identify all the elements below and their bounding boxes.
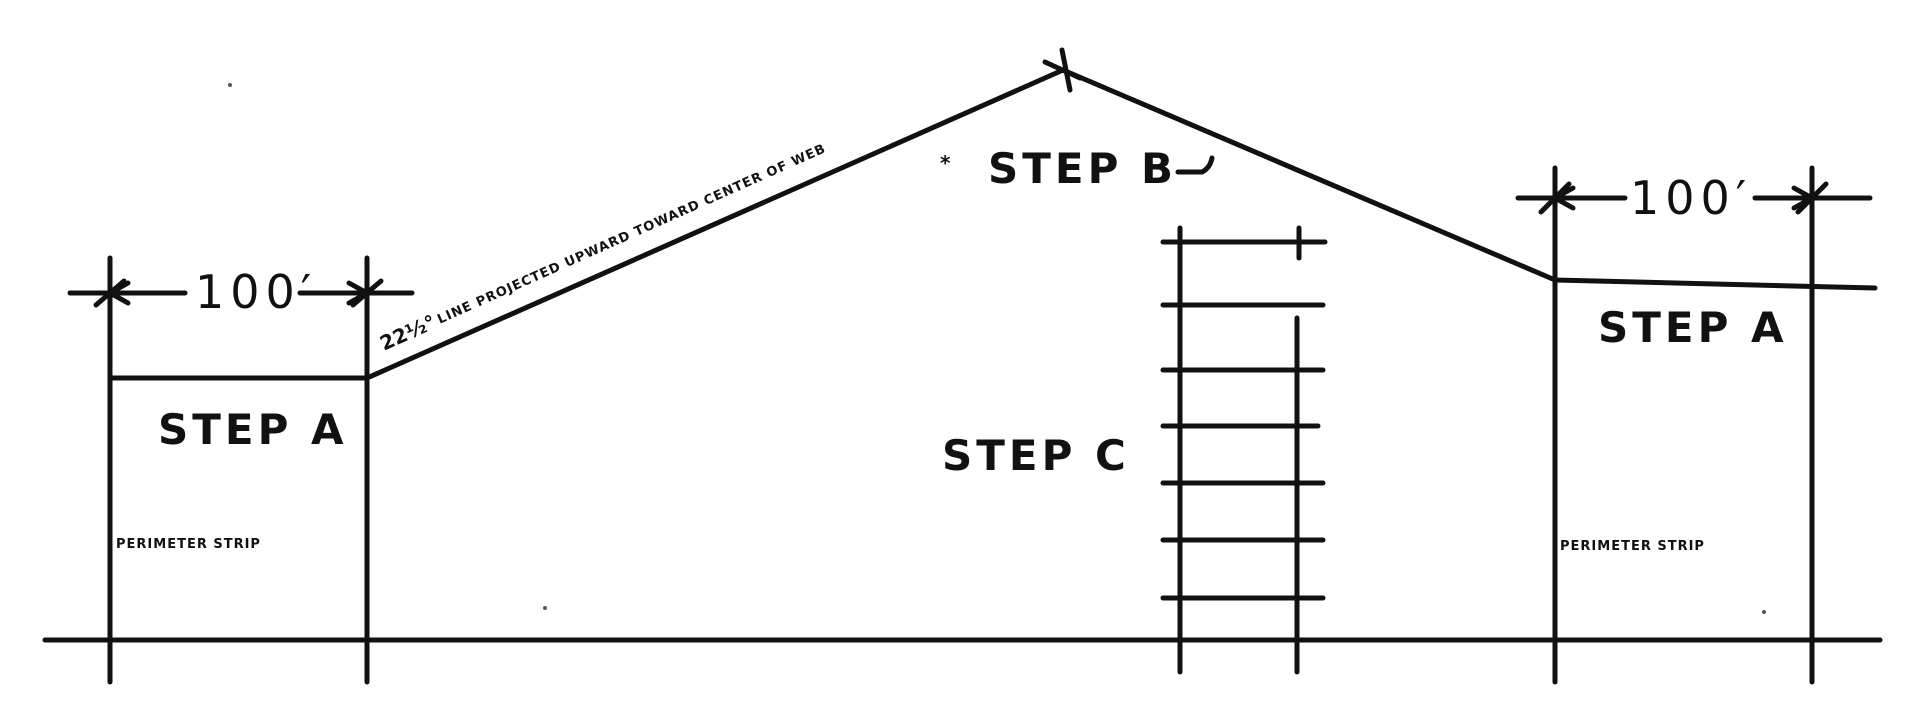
stray-dot: [543, 606, 547, 610]
slope-note-label: LINE PROJECTED UPWARD TOWARD CENTER OF W…: [435, 141, 828, 327]
dimension-label-right: 100′: [1630, 171, 1752, 225]
step-b-label: STEP B: [988, 144, 1177, 193]
right-dimension: [1515, 181, 1873, 215]
dimension-label-left: 100′: [195, 265, 317, 319]
slope-annotation: 22½° LINE PROJECTED UPWARD TOWARD CENTER…: [376, 141, 828, 355]
sloped-projection-line: [364, 67, 1066, 381]
step-a-right-label: STEP A: [1598, 303, 1788, 352]
step-c-label: STEP C: [942, 431, 1130, 480]
perimeter-strip-left-label: PERIMETER STRIP: [116, 537, 261, 552]
step-b-arrow-mark: [1175, 155, 1215, 175]
left-dimension: [67, 278, 415, 308]
descending-line: [1060, 67, 1558, 283]
stray-dot: [1762, 610, 1766, 614]
stray-dot: [228, 83, 232, 87]
right-strip-top-line: [1552, 277, 1878, 291]
perimeter-strip-right-label: PERIMETER STRIP: [1560, 539, 1705, 554]
step-b-star: *: [940, 151, 951, 175]
step-a-left-label: STEP A: [158, 405, 348, 454]
step-c-ladder: [1160, 225, 1328, 675]
